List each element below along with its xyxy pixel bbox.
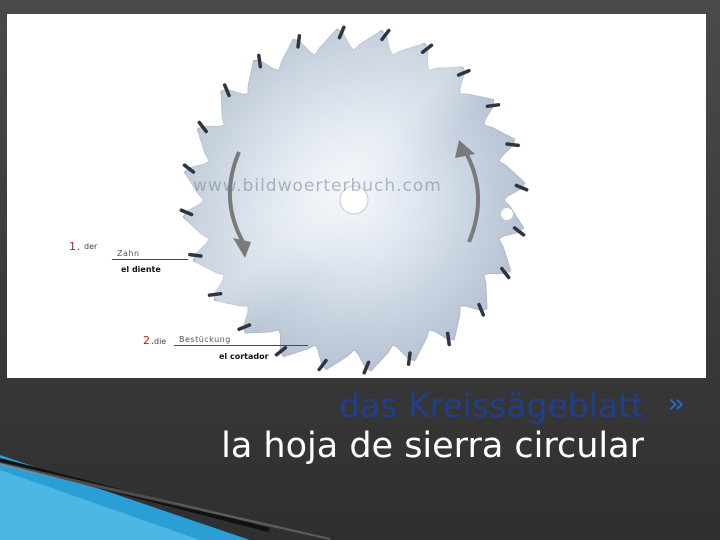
carbide-tip	[179, 208, 194, 217]
watermark: www.bildwoerterbuch.com	[193, 176, 442, 196]
figure-panel: www.bildwoerterbuch.com 1. der Zahn el d…	[7, 14, 706, 378]
carbide-tip	[380, 28, 391, 42]
expansion-hole	[501, 208, 513, 220]
callout-2-article: die	[154, 337, 167, 346]
saw-blade	[179, 25, 529, 375]
carbide-tip	[317, 358, 328, 372]
carbide-tip	[362, 360, 371, 375]
callout-2-leader-line	[174, 345, 308, 346]
carbide-tip	[274, 346, 288, 357]
carbide-tip	[197, 120, 208, 134]
arbor-hole	[339, 185, 369, 215]
carbide-tip	[207, 291, 223, 297]
rotation-arrow-right	[455, 140, 480, 243]
callout-1-leader-line	[112, 259, 188, 260]
carbide-tip	[420, 43, 434, 54]
carbide-tip	[222, 83, 231, 98]
rotation-arrow-left	[228, 151, 251, 258]
carbide-tip	[445, 331, 451, 347]
callout-1-article: der	[84, 242, 98, 251]
callout-2-translation: el cortador	[219, 352, 269, 361]
callout-2-noun: Bestückung	[179, 335, 231, 344]
double-chevron-right-icon: ››	[668, 389, 685, 419]
saw-blade-illustration	[179, 25, 529, 375]
title-german: das Kreissägeblatt	[339, 386, 644, 425]
carbide-tip	[500, 266, 511, 280]
carbide-tip	[296, 34, 302, 49]
carbide-tip	[406, 351, 412, 366]
carbide-tip	[337, 25, 346, 40]
carbide-tip	[512, 226, 526, 237]
callout-2-number: 2.	[143, 334, 156, 347]
carbide-tip	[188, 252, 203, 258]
carbide-tip	[505, 142, 520, 148]
callout-1-number: 1.	[69, 240, 82, 253]
carbide-tip	[477, 302, 486, 317]
carbide-tip	[182, 163, 196, 174]
callout-1-translation: el diente	[121, 265, 161, 274]
carbide-tip	[237, 323, 252, 332]
carbide-tip	[485, 103, 501, 109]
callout-1-noun: Zahn	[117, 249, 140, 258]
carbide-tip	[456, 68, 471, 77]
carbide-tip	[514, 183, 529, 192]
carbide-tip	[257, 53, 263, 69]
title-spanish: la hoja de sierra circular	[221, 426, 644, 466]
